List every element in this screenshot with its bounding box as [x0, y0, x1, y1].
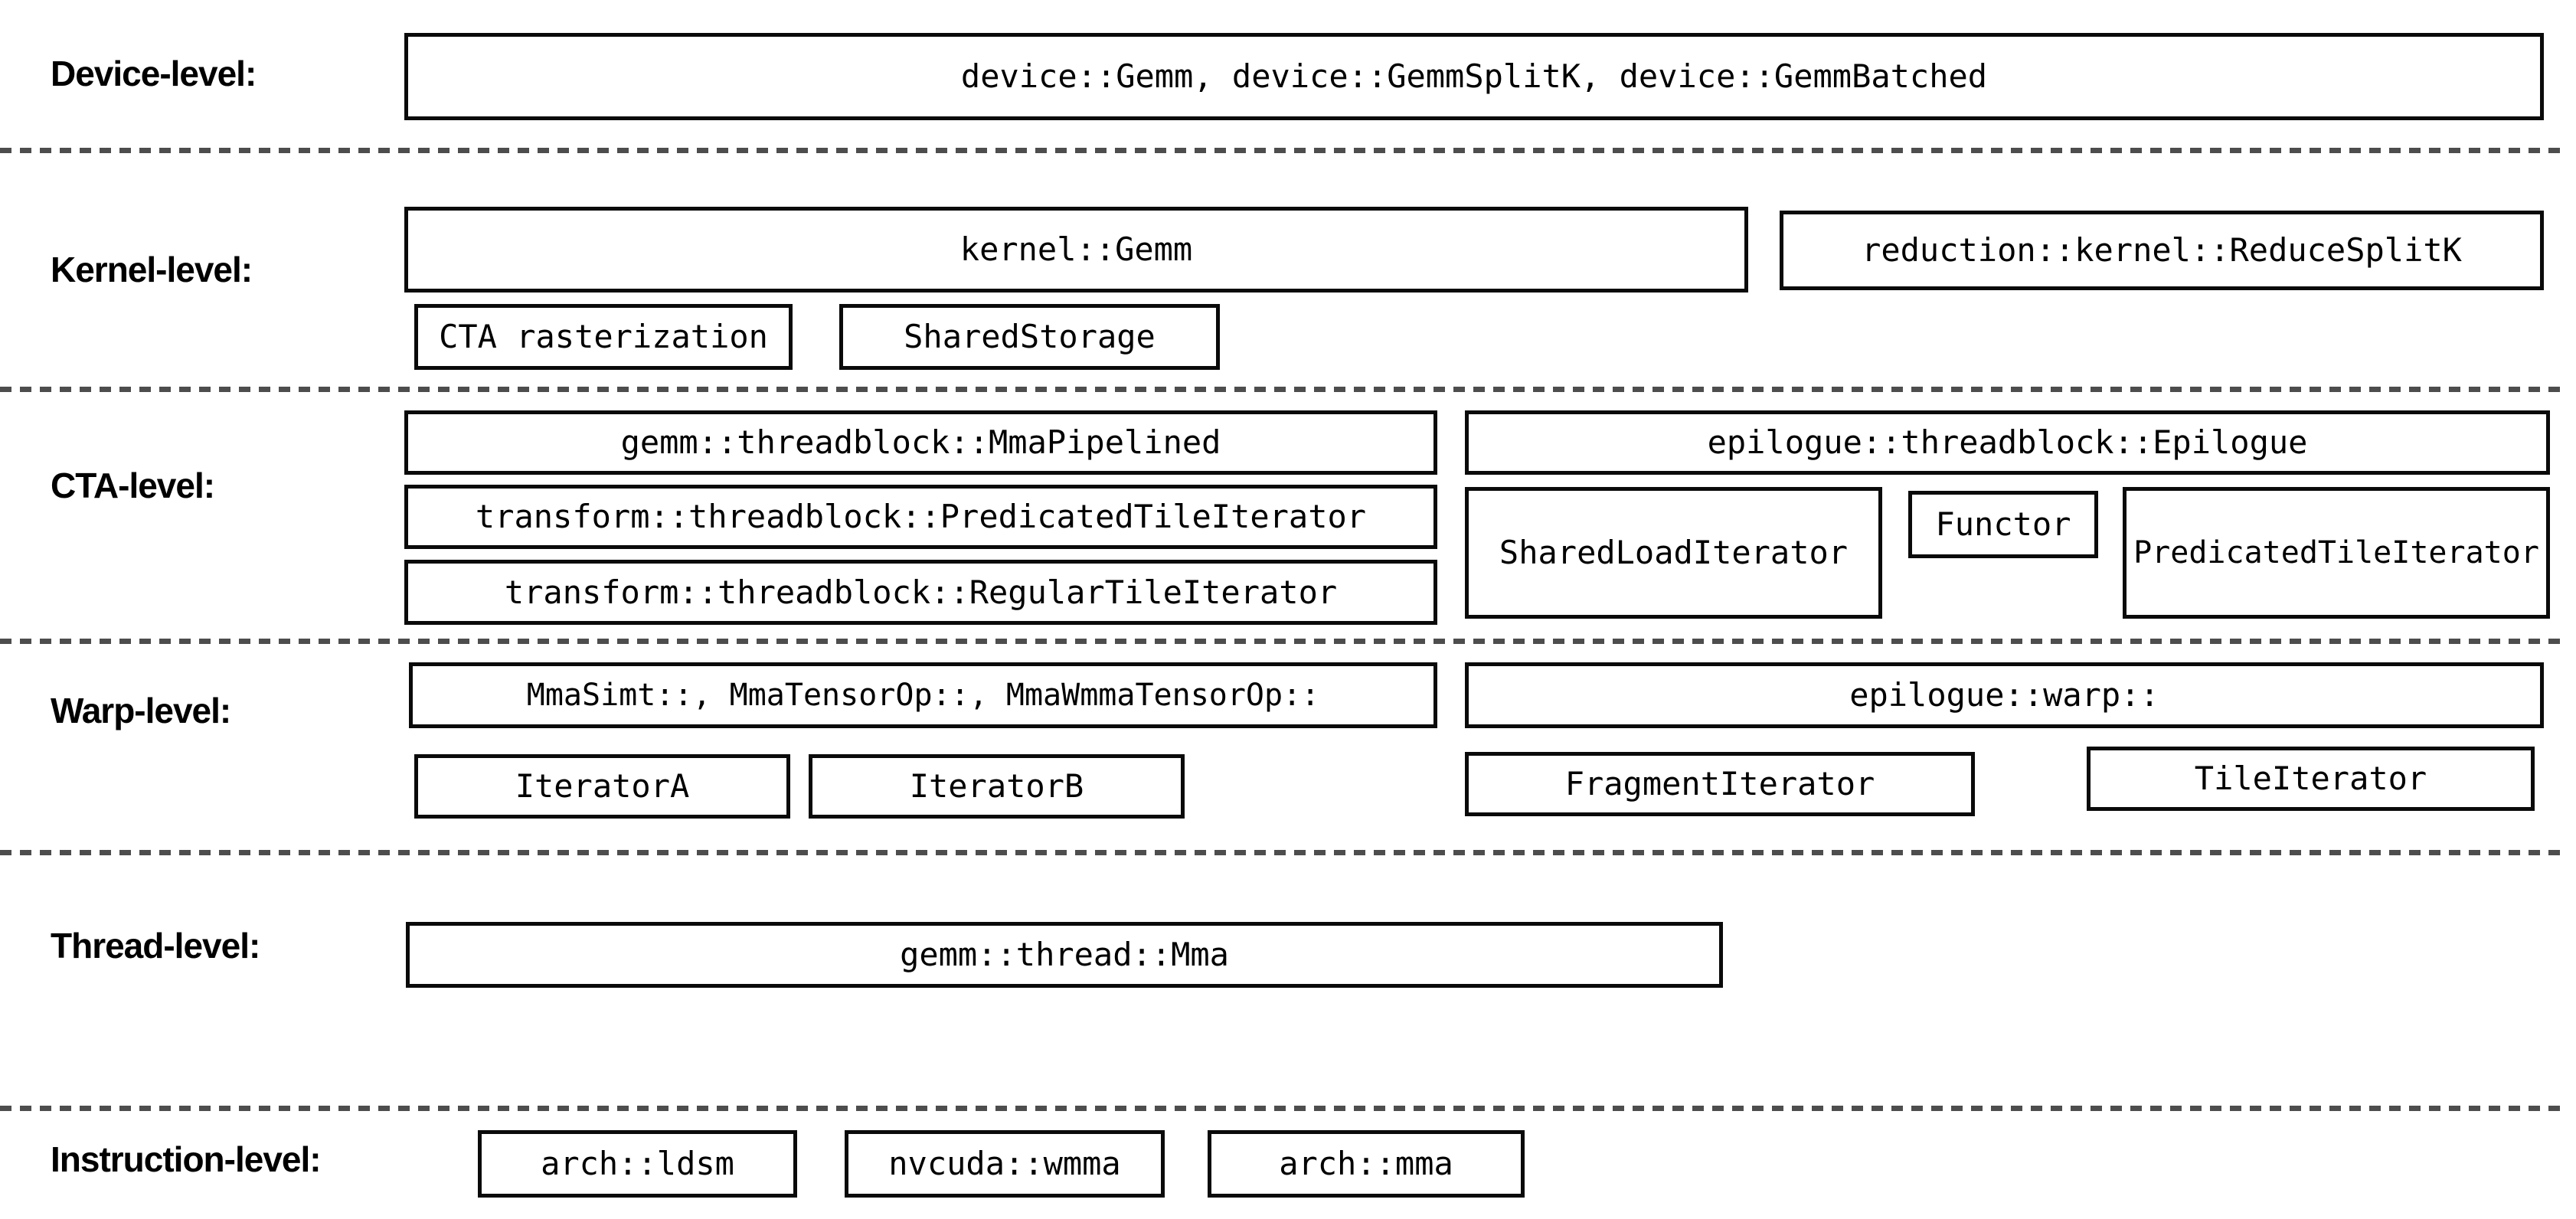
- box-arch-mma: arch::mma: [1208, 1130, 1525, 1198]
- box-functor: Functor: [1908, 491, 2098, 558]
- box-regular-tile-iterator: transform::threadblock::RegularTileItera…: [404, 560, 1437, 625]
- level-label-warp: Warp-level:: [51, 691, 231, 730]
- box-iterator-b: IteratorB: [809, 754, 1185, 819]
- box-nvcuda-wmma: nvcuda::wmma: [845, 1130, 1165, 1198]
- box-predicated-tile-iterator-epilogue: PredicatedTileIterator: [2123, 487, 2550, 619]
- level-label-cta: CTA-level:: [51, 466, 215, 505]
- box-epilogue-threadblock: epilogue::threadblock::Epilogue: [1465, 410, 2550, 475]
- box-mma-pipelined: gemm::threadblock::MmaPipelined: [404, 410, 1437, 475]
- level-label-kernel: Kernel-level:: [51, 250, 253, 289]
- box-device-gemm-family: device::Gemm, device::GemmSplitK, device…: [404, 33, 2544, 120]
- level-label-device: Device-level:: [51, 54, 257, 93]
- box-thread-mma: gemm::thread::Mma: [406, 922, 1723, 988]
- box-iterator-a: IteratorA: [414, 754, 790, 819]
- level-divider: [0, 148, 2564, 153]
- box-shared-load-iterator: SharedLoadIterator: [1465, 487, 1882, 619]
- level-divider: [0, 639, 2564, 644]
- box-tile-iterator: TileIterator: [2087, 747, 2535, 811]
- box-cta-rasterization: CTA rasterization: [414, 304, 793, 370]
- level-label-instruction: Instruction-level:: [51, 1139, 322, 1179]
- box-predicated-tile-iterator-threadblock: transform::threadblock::PredicatedTileIt…: [404, 485, 1437, 549]
- box-arch-ldsm: arch::ldsm: [478, 1130, 797, 1198]
- level-divider: [0, 850, 2564, 855]
- level-divider: [0, 387, 2564, 392]
- box-warp-mma-ops: MmaSimt::, MmaTensorOp::, MmaWmmaTensorO…: [409, 662, 1437, 728]
- level-divider: [0, 1106, 2564, 1111]
- box-reduce-splitk: reduction::kernel::ReduceSplitK: [1780, 211, 2544, 290]
- box-shared-storage: SharedStorage: [839, 304, 1220, 370]
- box-fragment-iterator: FragmentIterator: [1465, 752, 1975, 816]
- box-epilogue-warp: epilogue::warp::: [1465, 662, 2544, 728]
- level-label-thread: Thread-level:: [51, 926, 260, 966]
- box-kernel-gemm: kernel::Gemm: [404, 207, 1748, 292]
